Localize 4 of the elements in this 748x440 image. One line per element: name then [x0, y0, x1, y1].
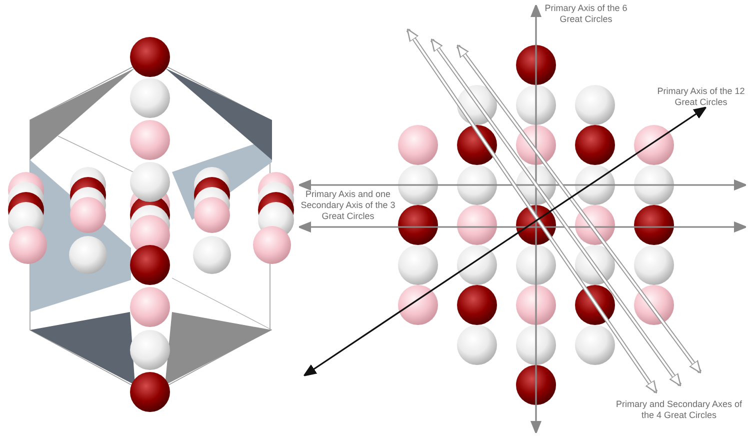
axis-label: Primary Axis of the 12 Great Circles — [656, 86, 746, 108]
axis-label: Primary Axis and one Secondary Axis of the 3 Great Circles — [300, 189, 396, 222]
axis-label: Primary and Secondary Axes of the 4 Great Circles — [614, 399, 744, 421]
axis-label: Primary Axis of the 6 Great Circles — [544, 3, 628, 25]
